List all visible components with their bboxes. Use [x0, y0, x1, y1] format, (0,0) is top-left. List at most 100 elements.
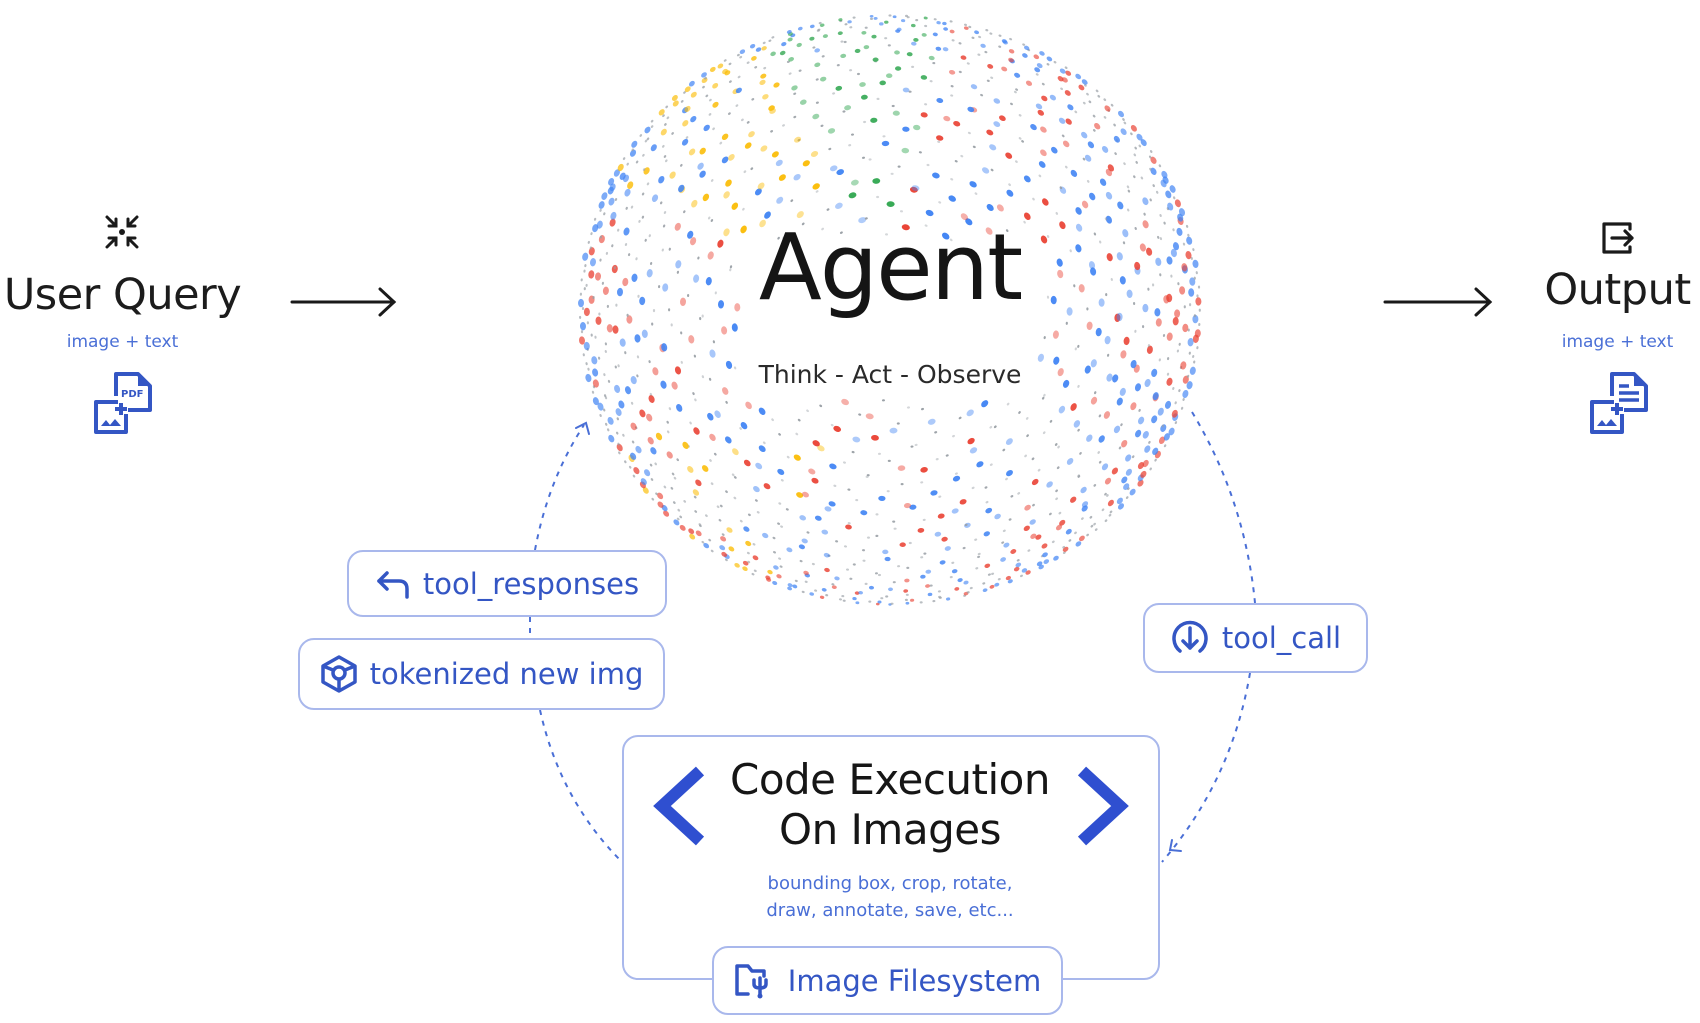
sphere-dot	[1046, 481, 1053, 488]
sphere-dot	[617, 228, 620, 232]
sphere-dot	[840, 53, 847, 59]
sphere-dot	[689, 421, 692, 425]
sphere-dot	[1023, 175, 1031, 183]
sphere-dot	[1141, 325, 1145, 329]
sphere-dot	[627, 181, 634, 189]
sphere-dot	[616, 443, 623, 452]
sphere-dot	[1086, 533, 1089, 537]
sphere-dot	[815, 78, 819, 81]
sphere-dot	[892, 110, 900, 116]
sphere-dot	[693, 495, 697, 499]
sphere-dot	[1099, 240, 1102, 244]
sphere-dot	[595, 316, 602, 325]
image-filesystem-pill[interactable]: Image Filesystem	[712, 946, 1063, 1015]
sphere-dot	[1040, 235, 1048, 244]
sphere-dot	[1006, 402, 1010, 406]
sphere-dot	[728, 62, 732, 66]
sphere-dot	[892, 581, 896, 584]
sphere-dot	[1152, 447, 1159, 455]
sphere-dot	[1061, 134, 1065, 138]
sphere-dot	[1104, 477, 1112, 485]
sphere-dot	[1086, 179, 1090, 183]
sphere-dot	[880, 597, 884, 600]
sphere-dot	[695, 530, 702, 537]
sphere-dot	[644, 238, 647, 242]
sphere-dot	[920, 112, 928, 118]
sphere-dot	[881, 140, 890, 147]
sphere-dot	[904, 578, 910, 583]
sphere-dot	[1065, 528, 1072, 535]
sphere-dot	[640, 478, 647, 486]
sphere-dot	[750, 167, 754, 171]
sphere-dot	[1037, 353, 1045, 362]
sphere-dot	[928, 55, 935, 61]
sphere-dot	[603, 212, 606, 216]
folder-branch-icon	[735, 963, 768, 998]
sphere-dot	[868, 585, 875, 590]
sphere-dot	[739, 55, 743, 59]
sphere-dot	[1090, 524, 1094, 528]
sphere-dot	[796, 42, 802, 48]
sphere-dot	[739, 49, 746, 54]
sphere-dot	[679, 524, 686, 531]
sphere-dot	[1196, 346, 1199, 350]
sphere-dot	[990, 76, 994, 79]
sphere-dot	[664, 123, 667, 126]
sphere-dot	[1097, 94, 1101, 98]
sphere-dot	[1066, 307, 1073, 316]
tokenized-new-img-label: tokenized new img	[369, 657, 644, 691]
sphere-dot	[820, 124, 824, 127]
sphere-dot	[578, 336, 586, 345]
sphere-dot	[922, 518, 926, 522]
sphere-dot	[671, 132, 674, 135]
cube-icon	[320, 655, 357, 693]
sphere-dot	[1008, 49, 1015, 54]
sphere-dot	[1178, 389, 1181, 393]
sphere-dot	[1043, 393, 1046, 397]
sphere-dot	[705, 94, 709, 98]
sphere-dot	[935, 46, 942, 51]
sphere-dot	[710, 219, 714, 222]
sphere-dot	[1108, 513, 1112, 517]
sphere-dot	[1092, 129, 1096, 132]
sphere-dot	[735, 104, 739, 107]
sphere-dot	[861, 156, 866, 159]
sphere-dot	[1029, 519, 1036, 525]
sphere-dot	[1195, 271, 1198, 275]
sphere-dot	[978, 35, 982, 39]
sphere-dot	[768, 105, 775, 111]
sphere-dot	[1055, 211, 1059, 215]
tool-responses-pill[interactable]: tool_responses	[347, 550, 667, 617]
sphere-dot	[1038, 174, 1042, 178]
sphere-dot	[752, 543, 756, 546]
sphere-dot	[872, 178, 881, 184]
sphere-dot	[614, 198, 618, 201]
sphere-dot	[1101, 145, 1109, 153]
sphere-dot	[814, 62, 821, 68]
sphere-dot	[926, 163, 930, 167]
sphere-dot	[808, 468, 816, 475]
sphere-dot	[954, 587, 960, 591]
sphere-dot	[677, 508, 681, 512]
user-query-title: User Query	[3, 270, 242, 320]
sphere-dot	[1018, 411, 1021, 414]
sphere-dot	[773, 565, 779, 570]
sphere-dot	[723, 59, 727, 62]
sphere-dot	[891, 104, 895, 108]
sphere-dot	[938, 495, 942, 498]
sphere-dot	[1023, 212, 1031, 221]
sphere-dot	[1046, 295, 1050, 299]
sphere-dot	[669, 171, 676, 179]
sphere-dot	[844, 23, 848, 26]
sphere-dot	[1086, 321, 1093, 330]
sphere-dot	[1060, 87, 1063, 91]
sphere-dot	[725, 400, 728, 404]
sphere-dot	[672, 501, 676, 504]
sphere-dot	[1151, 283, 1155, 287]
sphere-dot	[777, 522, 781, 525]
tokenized-new-img-pill[interactable]: tokenized new img	[298, 638, 665, 710]
tool-call-pill[interactable]: tool_call	[1143, 603, 1368, 673]
sphere-dot	[592, 296, 595, 300]
sphere-dot	[1120, 350, 1127, 359]
sphere-dot	[894, 66, 902, 71]
